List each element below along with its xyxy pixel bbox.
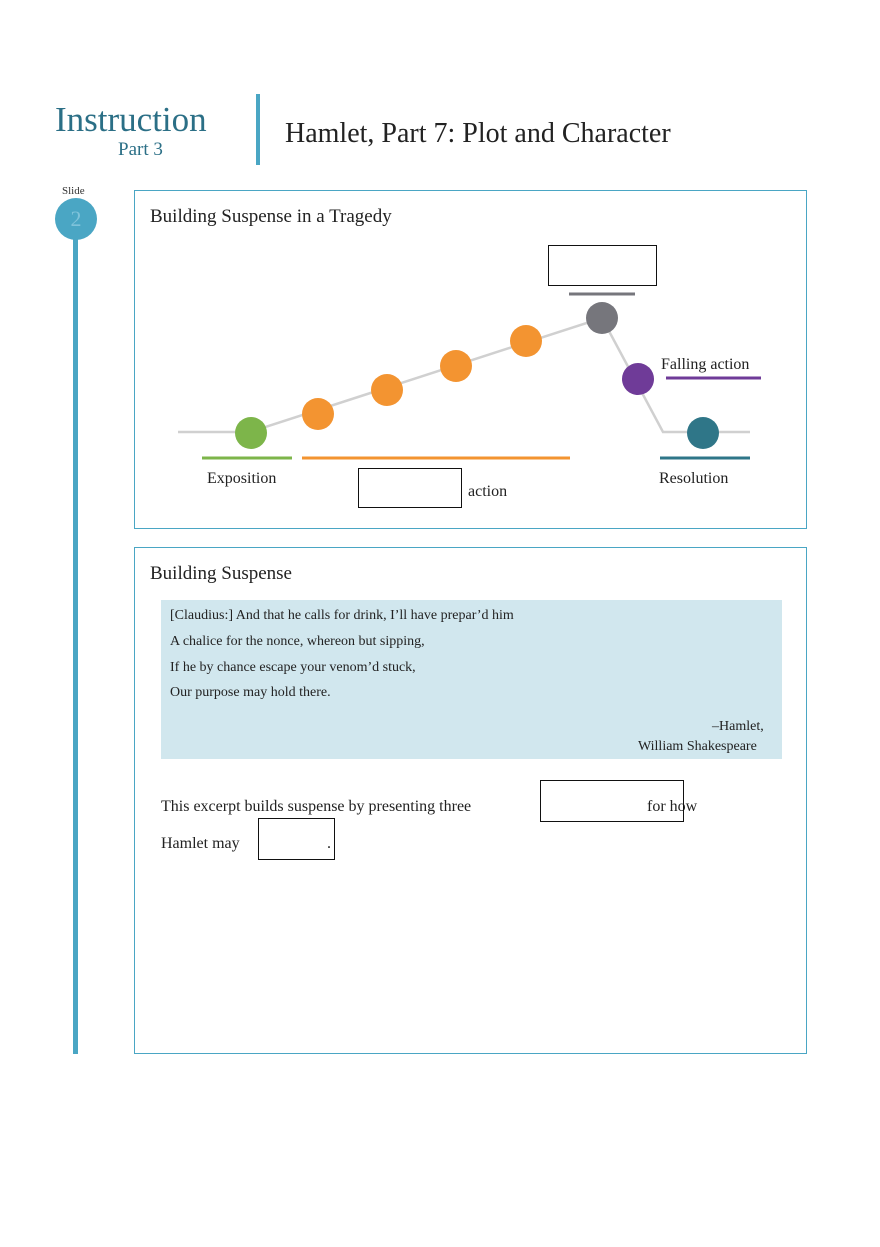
exposition-dot [235, 417, 267, 449]
sentence-text-2: for how [647, 798, 698, 815]
rising-action-answer-blank[interactable] [358, 468, 462, 508]
quote-line-3: If he by chance escape your venom’d stuc… [170, 660, 416, 675]
header-divider [256, 94, 260, 165]
slide-number-badge: 2 [55, 198, 97, 240]
section-title: Instruction [55, 100, 207, 139]
rising-action-dot-1 [302, 398, 334, 430]
sentence-text-1: This excerpt builds suspense by presenti… [161, 798, 472, 815]
resolution-label: Resolution [659, 470, 729, 487]
quote-line-4: Our purpose may hold there. [170, 685, 331, 700]
falling-action-label: Falling action [661, 356, 750, 373]
exposition-label: Exposition [207, 470, 277, 487]
rising-action-dot-3 [440, 350, 472, 382]
quote-attribution-author: William Shakespeare [638, 739, 757, 754]
sentence-text-3: Hamlet may [161, 835, 240, 852]
sentence-end-period: . [327, 835, 331, 852]
quote-line-1: [Claudius:] And that he calls for drink,… [170, 608, 514, 623]
plot-panel-title: Building Suspense in a Tragedy [150, 206, 392, 227]
excerpt-panel-title: Building Suspense [150, 563, 292, 584]
falling-action-dot [622, 363, 654, 395]
rising-action-suffix-label: action [468, 483, 508, 500]
climax-answer-blank[interactable] [548, 245, 657, 286]
climax-dot [586, 302, 618, 334]
resolution-dot [687, 417, 719, 449]
slide-rail [73, 226, 78, 1054]
slide-label: Slide [62, 185, 85, 197]
lesson-title: Hamlet, Part 7: Plot and Character [285, 118, 671, 149]
quote-line-2: A chalice for the nonce, whereon but sip… [170, 634, 425, 649]
rising-action-dot-4 [510, 325, 542, 357]
sentence-answer-blank-1[interactable] [540, 780, 684, 822]
section-part: Part 3 [118, 139, 163, 160]
sentence-answer-blank-2[interactable] [258, 818, 335, 860]
rising-action-dot-2 [371, 374, 403, 406]
quote-attribution-title: –Hamlet, [712, 719, 764, 734]
quote-box [161, 600, 782, 759]
